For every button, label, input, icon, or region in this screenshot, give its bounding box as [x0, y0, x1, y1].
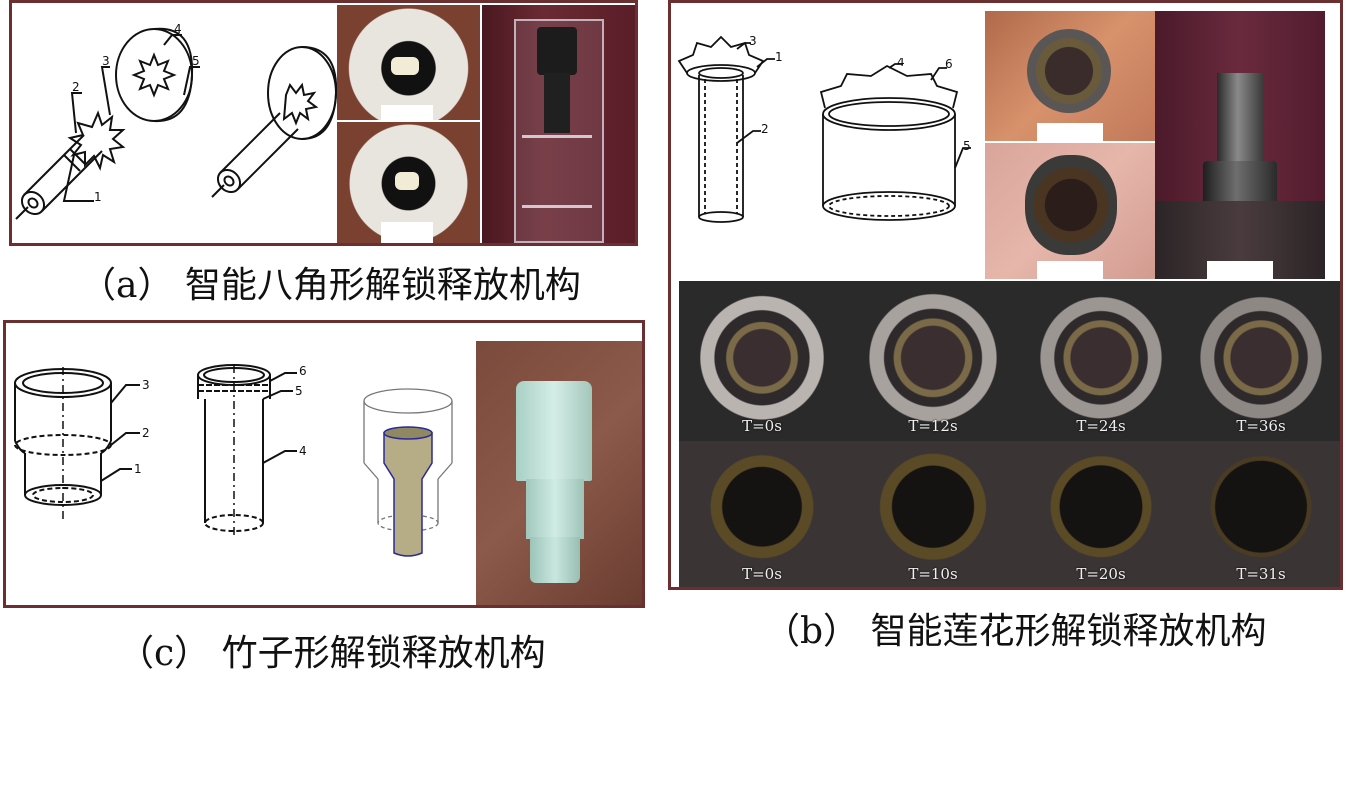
time-label-top-3: T=24s — [1076, 417, 1126, 435]
time-frame-bottom-2: T=10s — [845, 441, 1021, 587]
part-a-4: 4 — [174, 22, 182, 36]
photo-a-bottom — [337, 122, 480, 243]
part-b-1: 1 — [775, 50, 783, 64]
part-c-5: 5 — [295, 384, 303, 398]
time-label-bottom-3: T=20s — [1076, 565, 1126, 583]
caption-c: （c） 竹子形解锁释放机构 — [118, 633, 546, 674]
time-label-bottom-1: T=0s — [742, 565, 782, 583]
time-label-top-2: T=12s — [908, 417, 958, 435]
time-frame-top-3: T=24s — [1021, 281, 1181, 441]
photo-c-bamboo — [476, 341, 642, 605]
part-b-6: 6 — [945, 58, 953, 71]
part-c-3: 3 — [142, 378, 150, 392]
time-row-top: T=0s T=12s T=24s T=36s — [679, 281, 1340, 441]
diagram-b-petal-sleeve: 4 6 5 — [819, 58, 971, 221]
part-a-5: 5 — [192, 54, 200, 68]
time-frame-top-4: T=36s — [1181, 281, 1340, 441]
diagram-c-outer: 3 2 1 — [14, 367, 150, 523]
diagram-a-exploded: 1 2 3 4 5 — [15, 22, 200, 220]
caption-b: （b） 智能莲花形解锁释放机构 — [764, 611, 1267, 652]
caption-a: （a） 智能八角形解锁释放机构 — [80, 265, 581, 306]
panel-a: 1 2 3 4 5 — [9, 0, 638, 246]
photo-a-enclosure — [482, 5, 635, 243]
part-c-4: 4 — [299, 444, 307, 458]
time-frame-top-1: T=0s — [679, 281, 845, 441]
part-b-4: 4 — [897, 58, 905, 69]
time-label-top-1: T=0s — [742, 417, 782, 435]
part-c-6: 6 — [299, 364, 307, 378]
time-frame-bottom-3: T=20s — [1021, 441, 1181, 587]
time-label-top-4: T=36s — [1236, 417, 1286, 435]
part-b-3: 3 — [749, 34, 757, 48]
time-label-bottom-4: T=31s — [1236, 565, 1286, 583]
photo-b-closed — [985, 143, 1155, 279]
time-frame-bottom-4: T=31s — [1181, 441, 1340, 587]
panel-c: 3 2 1 6 5 4 — [3, 320, 645, 608]
part-a-1: 1 — [94, 190, 102, 204]
diagram-c-inner: 6 5 4 — [197, 364, 307, 535]
time-frame-bottom-1: T=0s — [679, 441, 845, 587]
part-b-2: 2 — [761, 122, 769, 136]
part-a-3: 3 — [102, 54, 110, 68]
part-c-1: 1 — [134, 462, 142, 476]
panel-b: 3 1 2 4 6 5 T=0s — [668, 0, 1343, 590]
photo-b-assembly — [1155, 11, 1325, 279]
diagram-c-assembly — [363, 388, 453, 557]
time-label-bottom-2: T=10s — [908, 565, 958, 583]
photo-b-open — [985, 11, 1155, 141]
time-row-bottom: T=0s T=10s T=20s T=31s — [679, 441, 1340, 587]
time-frame-top-2: T=12s — [845, 281, 1021, 441]
diagram-a-assembled — [211, 46, 338, 198]
part-a-2: 2 — [72, 80, 80, 94]
photo-a-top — [337, 5, 480, 120]
part-c-2: 2 — [142, 426, 150, 440]
part-b-5: 5 — [963, 139, 971, 153]
diagram-b-petal-rod: 3 1 2 — [677, 34, 783, 223]
